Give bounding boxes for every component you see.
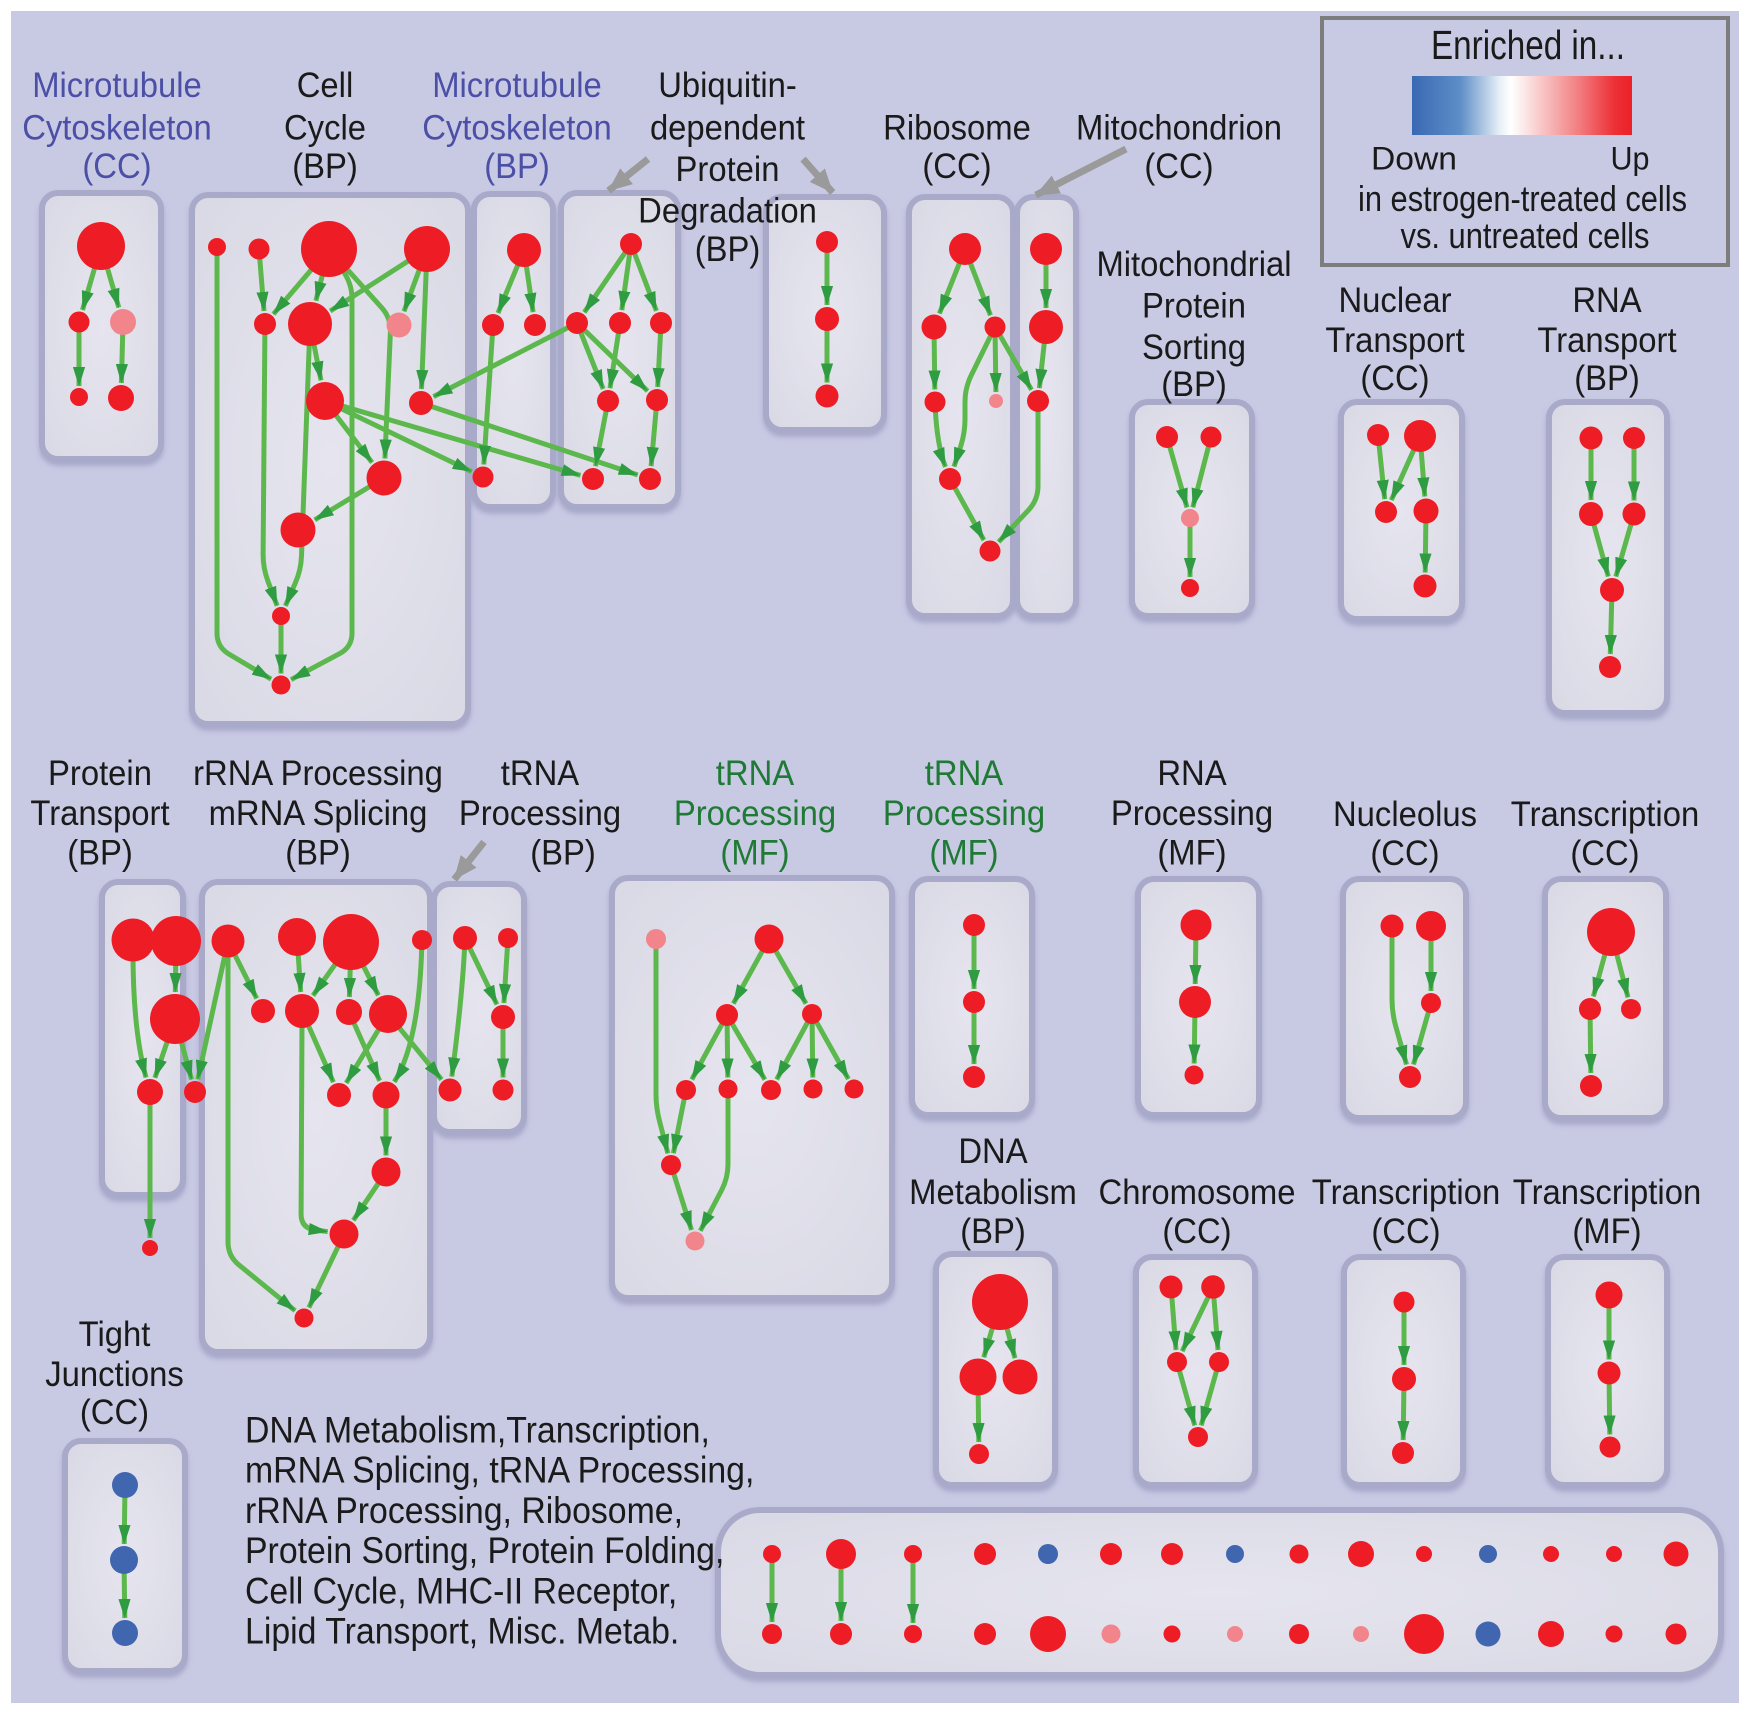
svg-text:Mitochondrion: Mitochondrion	[1076, 108, 1282, 148]
svg-text:Degradation: Degradation	[638, 191, 817, 231]
svg-text:(BP): (BP)	[285, 833, 351, 873]
svg-text:(CC): (CC)	[1371, 1211, 1440, 1251]
svg-text:Transport: Transport	[30, 793, 169, 833]
svg-text:(BP): (BP)	[1161, 364, 1227, 404]
svg-text:Microtubule: Microtubule	[32, 65, 202, 105]
svg-text:(MF): (MF)	[1572, 1211, 1641, 1251]
svg-text:Tight: Tight	[79, 1314, 151, 1354]
svg-text:(BP): (BP)	[67, 833, 133, 873]
svg-text:(BP): (BP)	[484, 146, 550, 186]
svg-text:rRNA Processing, Ribosome,: rRNA Processing, Ribosome,	[245, 1489, 683, 1531]
svg-text:Junctions: Junctions	[45, 1354, 184, 1394]
svg-text:(BP): (BP)	[292, 146, 358, 186]
svg-text:Protein: Protein	[1142, 286, 1246, 326]
svg-text:vs. untreated cells: vs. untreated cells	[1401, 215, 1650, 256]
svg-text:Ubiquitin-: Ubiquitin-	[658, 65, 797, 105]
svg-text:(CC): (CC)	[922, 146, 991, 186]
svg-text:Up: Up	[1611, 141, 1650, 177]
svg-text:dependent: dependent	[650, 108, 805, 148]
svg-text:Cytoskeleton: Cytoskeleton	[422, 108, 612, 148]
svg-text:(CC): (CC)	[1162, 1211, 1231, 1251]
svg-text:RNA: RNA	[1157, 753, 1227, 793]
svg-text:RNA: RNA	[1572, 280, 1642, 320]
svg-text:mRNA Splicing, tRNA Processing: mRNA Splicing, tRNA Processing,	[245, 1449, 754, 1491]
svg-text:Transcription: Transcription	[1513, 1172, 1701, 1212]
svg-text:(CC): (CC)	[1360, 358, 1429, 398]
svg-text:(BP): (BP)	[960, 1211, 1026, 1251]
svg-text:Nuclear: Nuclear	[1339, 280, 1452, 320]
svg-text:Transport: Transport	[1537, 320, 1676, 360]
svg-text:Nucleolus: Nucleolus	[1333, 794, 1477, 834]
svg-text:Processing: Processing	[459, 793, 621, 833]
svg-text:(CC): (CC)	[1570, 833, 1639, 873]
svg-text:Cytoskeleton: Cytoskeleton	[22, 108, 212, 148]
svg-text:(MF): (MF)	[720, 833, 789, 873]
svg-text:Mitochondrial: Mitochondrial	[1096, 244, 1291, 284]
svg-text:Sorting: Sorting	[1142, 327, 1246, 367]
svg-text:Protein: Protein	[48, 753, 152, 793]
svg-text:Processing: Processing	[883, 793, 1045, 833]
svg-text:Ribosome: Ribosome	[883, 108, 1031, 148]
svg-text:tRNA: tRNA	[716, 753, 795, 793]
svg-text:Cycle: Cycle	[284, 108, 366, 148]
svg-text:Metabolism: Metabolism	[909, 1172, 1077, 1212]
svg-text:(BP): (BP)	[530, 833, 596, 873]
svg-text:Transcription: Transcription	[1511, 794, 1699, 834]
svg-text:DNA Metabolism,Transcription,: DNA Metabolism,Transcription,	[245, 1409, 710, 1451]
svg-text:(CC): (CC)	[80, 1392, 149, 1432]
svg-text:(BP): (BP)	[1574, 358, 1640, 398]
svg-text:(CC): (CC)	[82, 146, 151, 186]
svg-text:Enriched in...: Enriched in...	[1431, 22, 1625, 68]
svg-text:Microtubule: Microtubule	[432, 65, 602, 105]
svg-text:tRNA: tRNA	[501, 753, 580, 793]
svg-text:mRNA Splicing: mRNA Splicing	[209, 793, 428, 833]
svg-text:(BP): (BP)	[695, 229, 761, 269]
svg-text:in estrogen-treated cells: in estrogen-treated cells	[1358, 178, 1687, 219]
svg-text:(MF): (MF)	[929, 833, 998, 873]
svg-text:Down: Down	[1371, 141, 1457, 177]
svg-text:Protein Sorting, Protein Foldi: Protein Sorting, Protein Folding,	[245, 1529, 724, 1571]
svg-text:Transport: Transport	[1325, 320, 1464, 360]
svg-text:(MF): (MF)	[1157, 833, 1226, 873]
svg-text:rRNA Processing: rRNA Processing	[193, 753, 443, 793]
svg-text:DNA: DNA	[958, 1131, 1028, 1171]
svg-text:Lipid Transport, Misc. Metab.: Lipid Transport, Misc. Metab.	[245, 1610, 679, 1652]
svg-text:Transcription: Transcription	[1312, 1172, 1500, 1212]
svg-text:Cell Cycle, MHC-II Receptor,: Cell Cycle, MHC-II Receptor,	[245, 1569, 677, 1611]
svg-text:Protein: Protein	[676, 149, 780, 189]
svg-text:tRNA: tRNA	[925, 753, 1004, 793]
svg-text:Chromosome: Chromosome	[1099, 1172, 1296, 1212]
svg-text:Processing: Processing	[674, 793, 836, 833]
svg-text:Processing: Processing	[1111, 793, 1273, 833]
svg-text:(CC): (CC)	[1370, 833, 1439, 873]
svg-text:(CC): (CC)	[1144, 146, 1213, 186]
svg-text:Cell: Cell	[297, 65, 354, 105]
